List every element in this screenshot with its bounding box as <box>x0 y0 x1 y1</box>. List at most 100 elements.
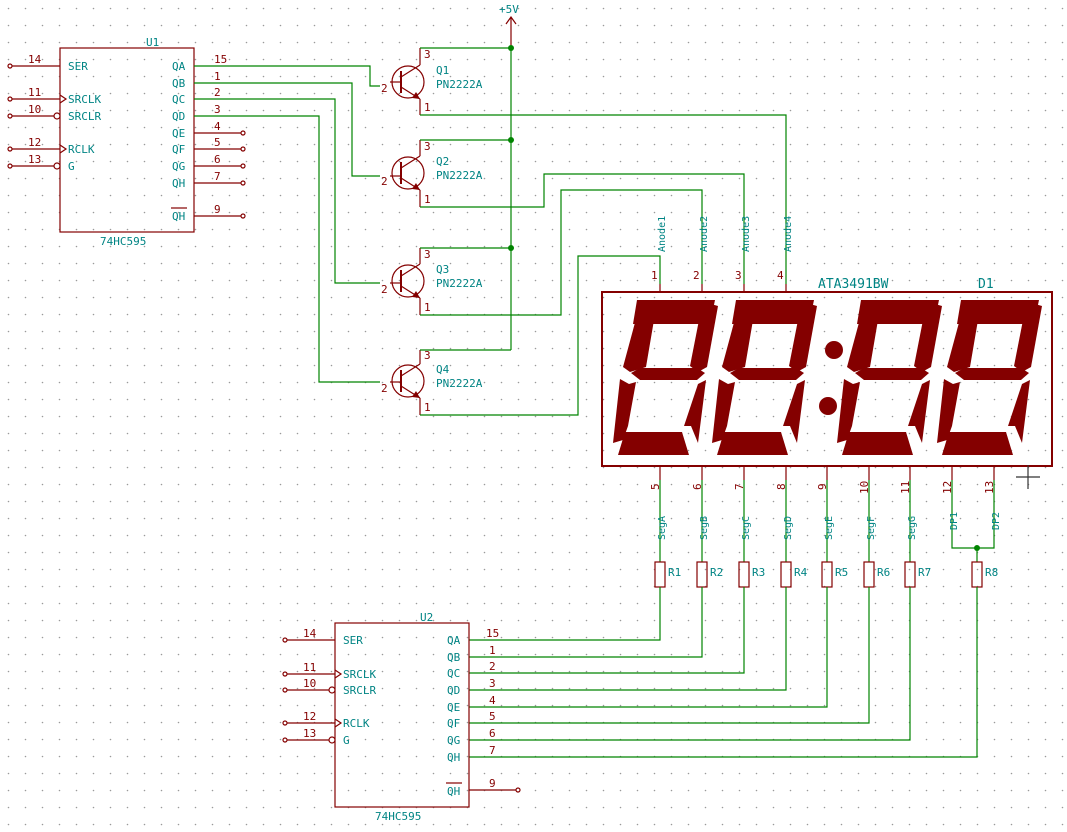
transistor-q2[interactable]: 3 2 1 Q2 PN2222A <box>381 139 511 207</box>
u1-body <box>59 47 195 233</box>
u2-pin-name: RCLK <box>343 717 370 730</box>
q3-part: PN2222A <box>436 277 483 290</box>
q3-pin-e: 1 <box>424 301 431 314</box>
u1-pin-name: SRCLR <box>68 110 101 123</box>
u1-pin-name: SER <box>68 60 88 73</box>
u2-pin-name: QH <box>447 751 460 764</box>
power-rail[interactable]: +5V <box>499 3 519 350</box>
q2-ref: Q2 <box>436 155 449 168</box>
u2-shift-register[interactable]: U2 74HC595 14 SER 11 SRCLK 10 SRCLR 12 R… <box>282 611 521 823</box>
u1-pin-name: QG <box>172 160 185 173</box>
net-label-sege: SegE <box>824 516 835 540</box>
u2-part: 74HC595 <box>375 810 421 823</box>
u2-pin-name: QD <box>447 684 460 697</box>
u1-pin-num: 3 <box>214 103 221 116</box>
u2-pin-num: 6 <box>489 727 496 740</box>
u2-pin-num: 1 <box>489 644 496 657</box>
digit-1 <box>613 300 718 455</box>
q1-pin-c: 3 <box>424 48 431 61</box>
d1-pin-num: 5 <box>649 483 662 490</box>
u2-pin-num: 5 <box>489 710 496 723</box>
q1-pin-b: 2 <box>381 82 388 95</box>
colon-dot-upper <box>825 341 843 359</box>
transistor-q4[interactable]: 3 2 1 Q4 PN2222A <box>381 349 511 415</box>
digit-2 <box>712 300 817 455</box>
u2-pin-name: QH <box>447 785 460 798</box>
u2-pin-num: 4 <box>489 694 496 707</box>
r3-ref: R3 <box>752 566 765 579</box>
u2-pin-name: QE <box>447 701 460 714</box>
net-label-dp2: DP2 <box>991 512 1002 530</box>
segment-drive-wires <box>469 587 978 758</box>
d1-pin-num: 9 <box>816 483 829 490</box>
u2-pin-num: 14 <box>303 627 317 640</box>
u1-pin-num: 13 <box>28 153 41 166</box>
u1-pin-num: 12 <box>28 136 41 149</box>
u1-pin-name: QH <box>172 210 185 223</box>
u1-pin-num: 14 <box>28 53 42 66</box>
u1-pin-num: 15 <box>214 53 227 66</box>
u1-shift-register[interactable]: U1 74HC595 14 SER 11 SRCLK 10 SRCLR 12 R… <box>7 36 246 248</box>
u2-pin-name: SRCLR <box>343 684 376 697</box>
u1-pin-num: 5 <box>214 136 221 149</box>
u2-pin-num: 12 <box>303 710 316 723</box>
net-label-segg: SegG <box>907 516 918 540</box>
net-label-segb: SegB <box>699 516 710 540</box>
u2-pin-name: G <box>343 734 350 747</box>
u1-pin-name: RCLK <box>68 143 95 156</box>
digit-3 <box>837 300 942 455</box>
u2-pin-num: 2 <box>489 660 496 673</box>
u2-pin-name: QG <box>447 734 460 747</box>
u1-pin-num: 6 <box>214 153 221 166</box>
u2-pin-name: QB <box>447 651 461 664</box>
d1-pin-num: 6 <box>691 483 704 490</box>
u2-pin-name: SER <box>343 634 363 647</box>
net-label-anode4: Anode4 <box>783 216 794 252</box>
u1-pin-num: 1 <box>214 70 221 83</box>
u2-pin-num: 10 <box>303 677 316 690</box>
u1-pin-num: 10 <box>28 103 41 116</box>
u1-pin-name: QD <box>172 110 185 123</box>
r7-ref: R7 <box>918 566 931 579</box>
q4-pin-c: 3 <box>424 349 431 362</box>
net-label-segf: SegF <box>866 516 877 540</box>
u2-pin-num: 9 <box>489 777 496 790</box>
d1-pin-num: 10 <box>858 481 871 494</box>
net-label-anode2: Anode2 <box>699 216 710 252</box>
q3-pin-b: 2 <box>381 283 388 296</box>
r5-ref: R5 <box>835 566 848 579</box>
power-label: +5V <box>499 3 519 16</box>
net-label-segd: SegD <box>783 516 794 540</box>
transistor-q3[interactable]: 3 2 1 Q3 PN2222A <box>381 247 511 315</box>
q4-pin-b: 2 <box>381 382 388 395</box>
d1-pin-num: 13 <box>983 481 996 494</box>
u2-body <box>334 622 470 808</box>
resistors: R1 R2 R3 R4 R5 R6 R7 R8 <box>654 561 998 588</box>
u2-pin-name: QA <box>447 634 461 647</box>
u1-pin-num: 4 <box>214 120 221 133</box>
q3-ref: Q3 <box>436 263 449 276</box>
net-label-dp1: DP1 <box>949 512 960 530</box>
q1-part: PN2222A <box>436 78 483 91</box>
u2-pin-num: 3 <box>489 677 496 690</box>
q2-pin-c: 3 <box>424 140 431 153</box>
r2-ref: R2 <box>710 566 723 579</box>
u1-pin-name: QB <box>172 77 186 90</box>
u1-pin-name: SRCLK <box>68 93 101 106</box>
d1-pin-num: 3 <box>735 269 742 282</box>
u1-pin-num: 2 <box>214 86 221 99</box>
digit-4 <box>937 300 1042 455</box>
u2-pin-num: 11 <box>303 661 316 674</box>
u1-pin-num: 9 <box>214 203 221 216</box>
q1-ref: Q1 <box>436 64 449 77</box>
transistor-q1[interactable]: 3 2 1 Q1 PN2222A <box>381 47 511 115</box>
seven-segment-display-d1[interactable]: ATA3491BW D1 1 2 3 4 Anode1 Anode2 Anode… <box>601 216 1053 494</box>
d1-pin-num: 12 <box>941 481 954 494</box>
d1-pin-num: 1 <box>651 269 658 282</box>
u2-pin-name: SRCLK <box>343 668 376 681</box>
q2-pin-b: 2 <box>381 175 388 188</box>
net-label-anode1: Anode1 <box>657 216 668 252</box>
u1-ref: U1 <box>146 36 159 49</box>
